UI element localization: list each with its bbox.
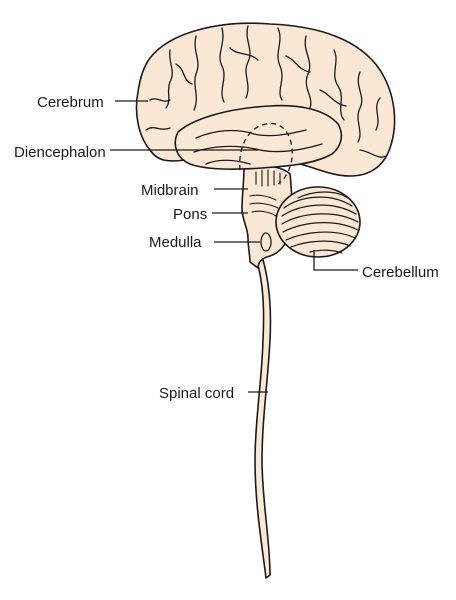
leader-lines	[110, 100, 358, 393]
label-midbrain: Midbrain	[141, 182, 199, 199]
label-diencephalon: Diencephalon	[14, 144, 106, 161]
label-cerebrum: Cerebrum	[37, 94, 104, 111]
brainstem-texture	[249, 169, 281, 217]
medulla-olive	[260, 232, 272, 252]
label-pons: Pons	[173, 206, 208, 223]
label-spinal-cord: Spinal cord	[159, 385, 235, 402]
cerebellum-shape	[275, 186, 361, 258]
leader-cerebellum	[313, 250, 358, 271]
thalamus-outline	[239, 122, 293, 185]
label-medulla: Medulla	[149, 234, 202, 251]
spinal-cord-shape	[251, 244, 272, 579]
label-cerebellum: Cerebellum	[362, 264, 439, 281]
temporal-lobe-shape	[174, 104, 343, 170]
